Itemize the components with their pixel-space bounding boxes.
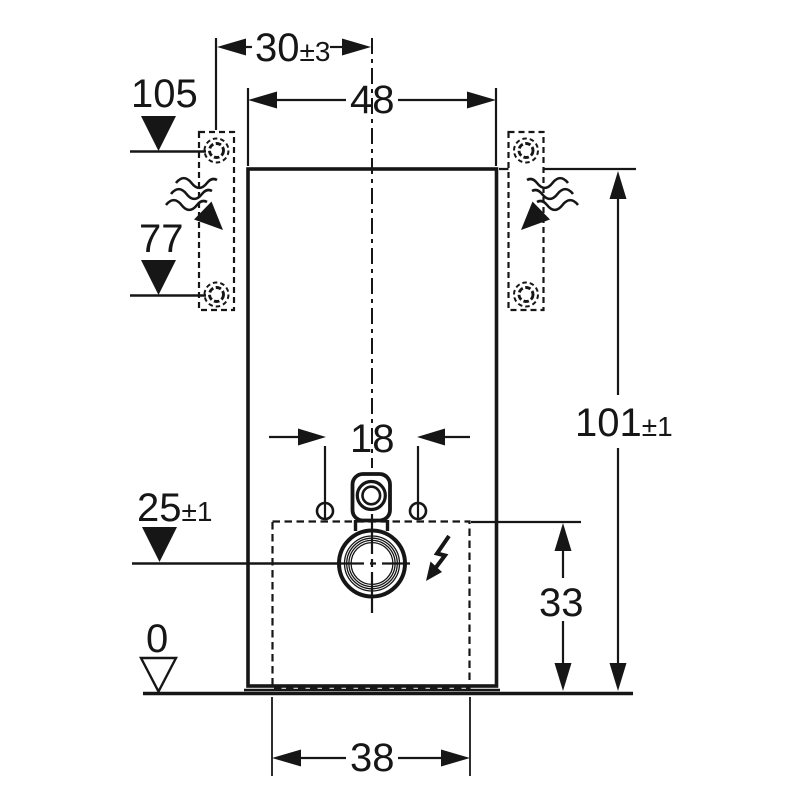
screw-hole-icon [203,137,230,164]
dim-arrow-left [272,749,301,767]
screw-thread-icon [208,286,225,303]
level-marker-105: 105 [130,72,206,153]
water-wave [536,198,580,212]
dim-arrow-left [298,428,326,446]
dim-arrow-right [417,428,445,446]
dim-base-width: 38 [271,697,471,780]
level-105-label: 105 [131,72,198,116]
screw-hole-icon [513,137,539,164]
level-77-label: 77 [139,217,184,261]
dim-arrow-right [441,749,470,767]
datum-triangle-icon [142,527,177,562]
water-arrowhead [521,201,550,230]
water-wave [526,176,570,190]
dim-arrow-right [342,38,371,56]
electrical-connection-icon [426,534,451,581]
level-0-label: 0 [146,617,168,661]
water-supply-arrow-right-icon [521,176,580,230]
dim-connection-spacing: 18 [269,417,470,461]
screw-thread-icon [208,142,225,159]
screw-thread-icon [517,142,535,159]
dim-arrow-right [467,91,496,109]
screw-thread-icon [517,286,535,303]
dim-arrow-down [554,663,572,691]
dim-connection-spacing-label: 18 [350,417,395,461]
water-wave [164,198,208,212]
dim-module-height: 101±1 [575,171,673,691]
dim-module-height-label: 101±1 [575,401,673,445]
dim-base-width-label: 38 [350,736,395,780]
lightning-bolt-icon [432,534,451,572]
dim-service-height: 33 [471,520,584,691]
fixing-hole-icon [315,501,335,521]
level-marker-0: 0 [139,617,178,695]
fixing-hole-icon [408,501,428,521]
screw-hole-icon [203,281,230,308]
level-marker-25: 25±1 [132,486,338,565]
datum-triangle-icon [141,116,176,151]
dim-arrow-up [554,523,572,551]
supply-pipe-outer [355,479,387,512]
dim-service-height-label: 33 [539,581,584,625]
screw-hole-icon [513,281,539,308]
dim-top-offset-label: 30±3 [255,26,330,70]
dim-arrow-left [217,38,246,56]
water-arrowhead [194,201,223,230]
level-marker-77: 77 [130,217,206,297]
dim-module-width-label: 48 [350,78,395,122]
water-wave [169,187,213,201]
dim-module-width: 48 [246,78,498,166]
water-supply-arrow-left-icon [164,176,223,230]
water-wave [174,176,218,190]
dim-arrow-up [609,171,627,199]
dim-arrow-down [609,663,627,691]
supply-pipe-inner [361,485,382,506]
dim-top-offset: 30±3 [214,26,371,130]
datum-triangle-icon [141,260,176,295]
dim-arrow-left [248,91,277,109]
datum-triangle-open-icon [139,656,178,695]
level-25-label: 25±1 [137,486,212,530]
water-wave [531,187,575,201]
lightning-arrowhead [426,561,442,581]
